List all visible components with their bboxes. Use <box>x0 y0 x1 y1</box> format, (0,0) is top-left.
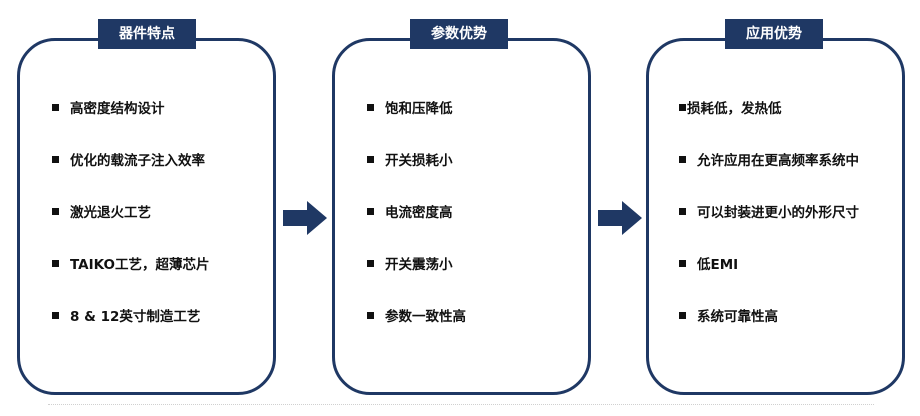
square-bullet-icon <box>367 103 374 111</box>
panel-application-advantages <box>646 38 905 395</box>
list-item: 损耗低，发热低 <box>679 81 859 133</box>
item-label: 饱和压降低 <box>385 101 453 117</box>
square-bullet-icon <box>52 311 59 319</box>
list-item: 8 & 12英寸制造工艺 <box>52 289 209 341</box>
square-bullet-icon <box>52 103 59 111</box>
item-label: TAIKO工艺，超薄芯片 <box>70 257 210 273</box>
list-item: 饱和压降低 <box>367 81 466 133</box>
list-item: 优化的载流子注入效率 <box>52 133 209 185</box>
list-item: 高密度结构设计 <box>52 81 209 133</box>
item-label: 损耗低，发热低 <box>687 101 782 117</box>
list-item: 允许应用在更高频率系统中 <box>679 133 859 185</box>
item-label: 可以封装进更小的外形尺寸 <box>697 205 859 221</box>
square-bullet-icon <box>679 103 686 111</box>
item-label: 8 & 12英寸制造工艺 <box>70 309 201 325</box>
square-bullet-icon <box>52 259 59 267</box>
square-bullet-icon <box>679 207 686 215</box>
list-item: 开关损耗小 <box>367 133 466 185</box>
list-item: 系统可靠性高 <box>679 289 859 341</box>
list-item: TAIKO工艺，超薄芯片 <box>52 237 209 289</box>
square-bullet-icon <box>52 207 59 215</box>
item-label: 高密度结构设计 <box>70 101 165 117</box>
list-item: 低EMI <box>679 237 859 289</box>
divider <box>48 404 874 405</box>
item-label: 开关震荡小 <box>385 257 453 273</box>
panel-parameter-advantages <box>332 38 591 395</box>
square-bullet-icon <box>367 259 374 267</box>
right-arrow-icon <box>598 201 642 235</box>
square-bullet-icon <box>52 155 59 163</box>
parameter-advantages-list: 饱和压降低 开关损耗小 电流密度高 开关震荡小 参数一致性高 <box>367 81 466 341</box>
item-label: 参数一致性高 <box>385 309 466 325</box>
square-bullet-icon <box>679 259 686 267</box>
application-advantages-list: 损耗低，发热低 允许应用在更高频率系统中 可以封装进更小的外形尺寸 低EMI 系… <box>679 81 859 341</box>
item-label: 优化的载流子注入效率 <box>70 153 205 169</box>
list-item: 激光退火工艺 <box>52 185 209 237</box>
panel-title-application-advantages: 应用优势 <box>725 19 823 49</box>
square-bullet-icon <box>367 155 374 163</box>
panel-title-device-features: 器件特点 <box>98 19 196 49</box>
item-label: 激光退火工艺 <box>70 205 151 221</box>
square-bullet-icon <box>367 311 374 319</box>
item-label: 系统可靠性高 <box>697 309 778 325</box>
item-label: 允许应用在更高频率系统中 <box>697 153 859 169</box>
square-bullet-icon <box>679 155 686 163</box>
item-label: 开关损耗小 <box>385 153 453 169</box>
square-bullet-icon <box>679 311 686 319</box>
square-bullet-icon <box>367 207 374 215</box>
list-item: 参数一致性高 <box>367 289 466 341</box>
panel-title-parameter-advantages: 参数优势 <box>410 19 508 49</box>
list-item: 开关震荡小 <box>367 237 466 289</box>
panel-device-features <box>17 38 276 395</box>
item-label: 电流密度高 <box>385 205 453 221</box>
device-features-list: 高密度结构设计 优化的载流子注入效率 激光退火工艺 TAIKO工艺，超薄芯片 8… <box>52 81 209 341</box>
list-item: 电流密度高 <box>367 185 466 237</box>
item-label: 低EMI <box>697 257 739 273</box>
list-item: 可以封装进更小的外形尺寸 <box>679 185 859 237</box>
right-arrow-icon <box>283 201 327 235</box>
